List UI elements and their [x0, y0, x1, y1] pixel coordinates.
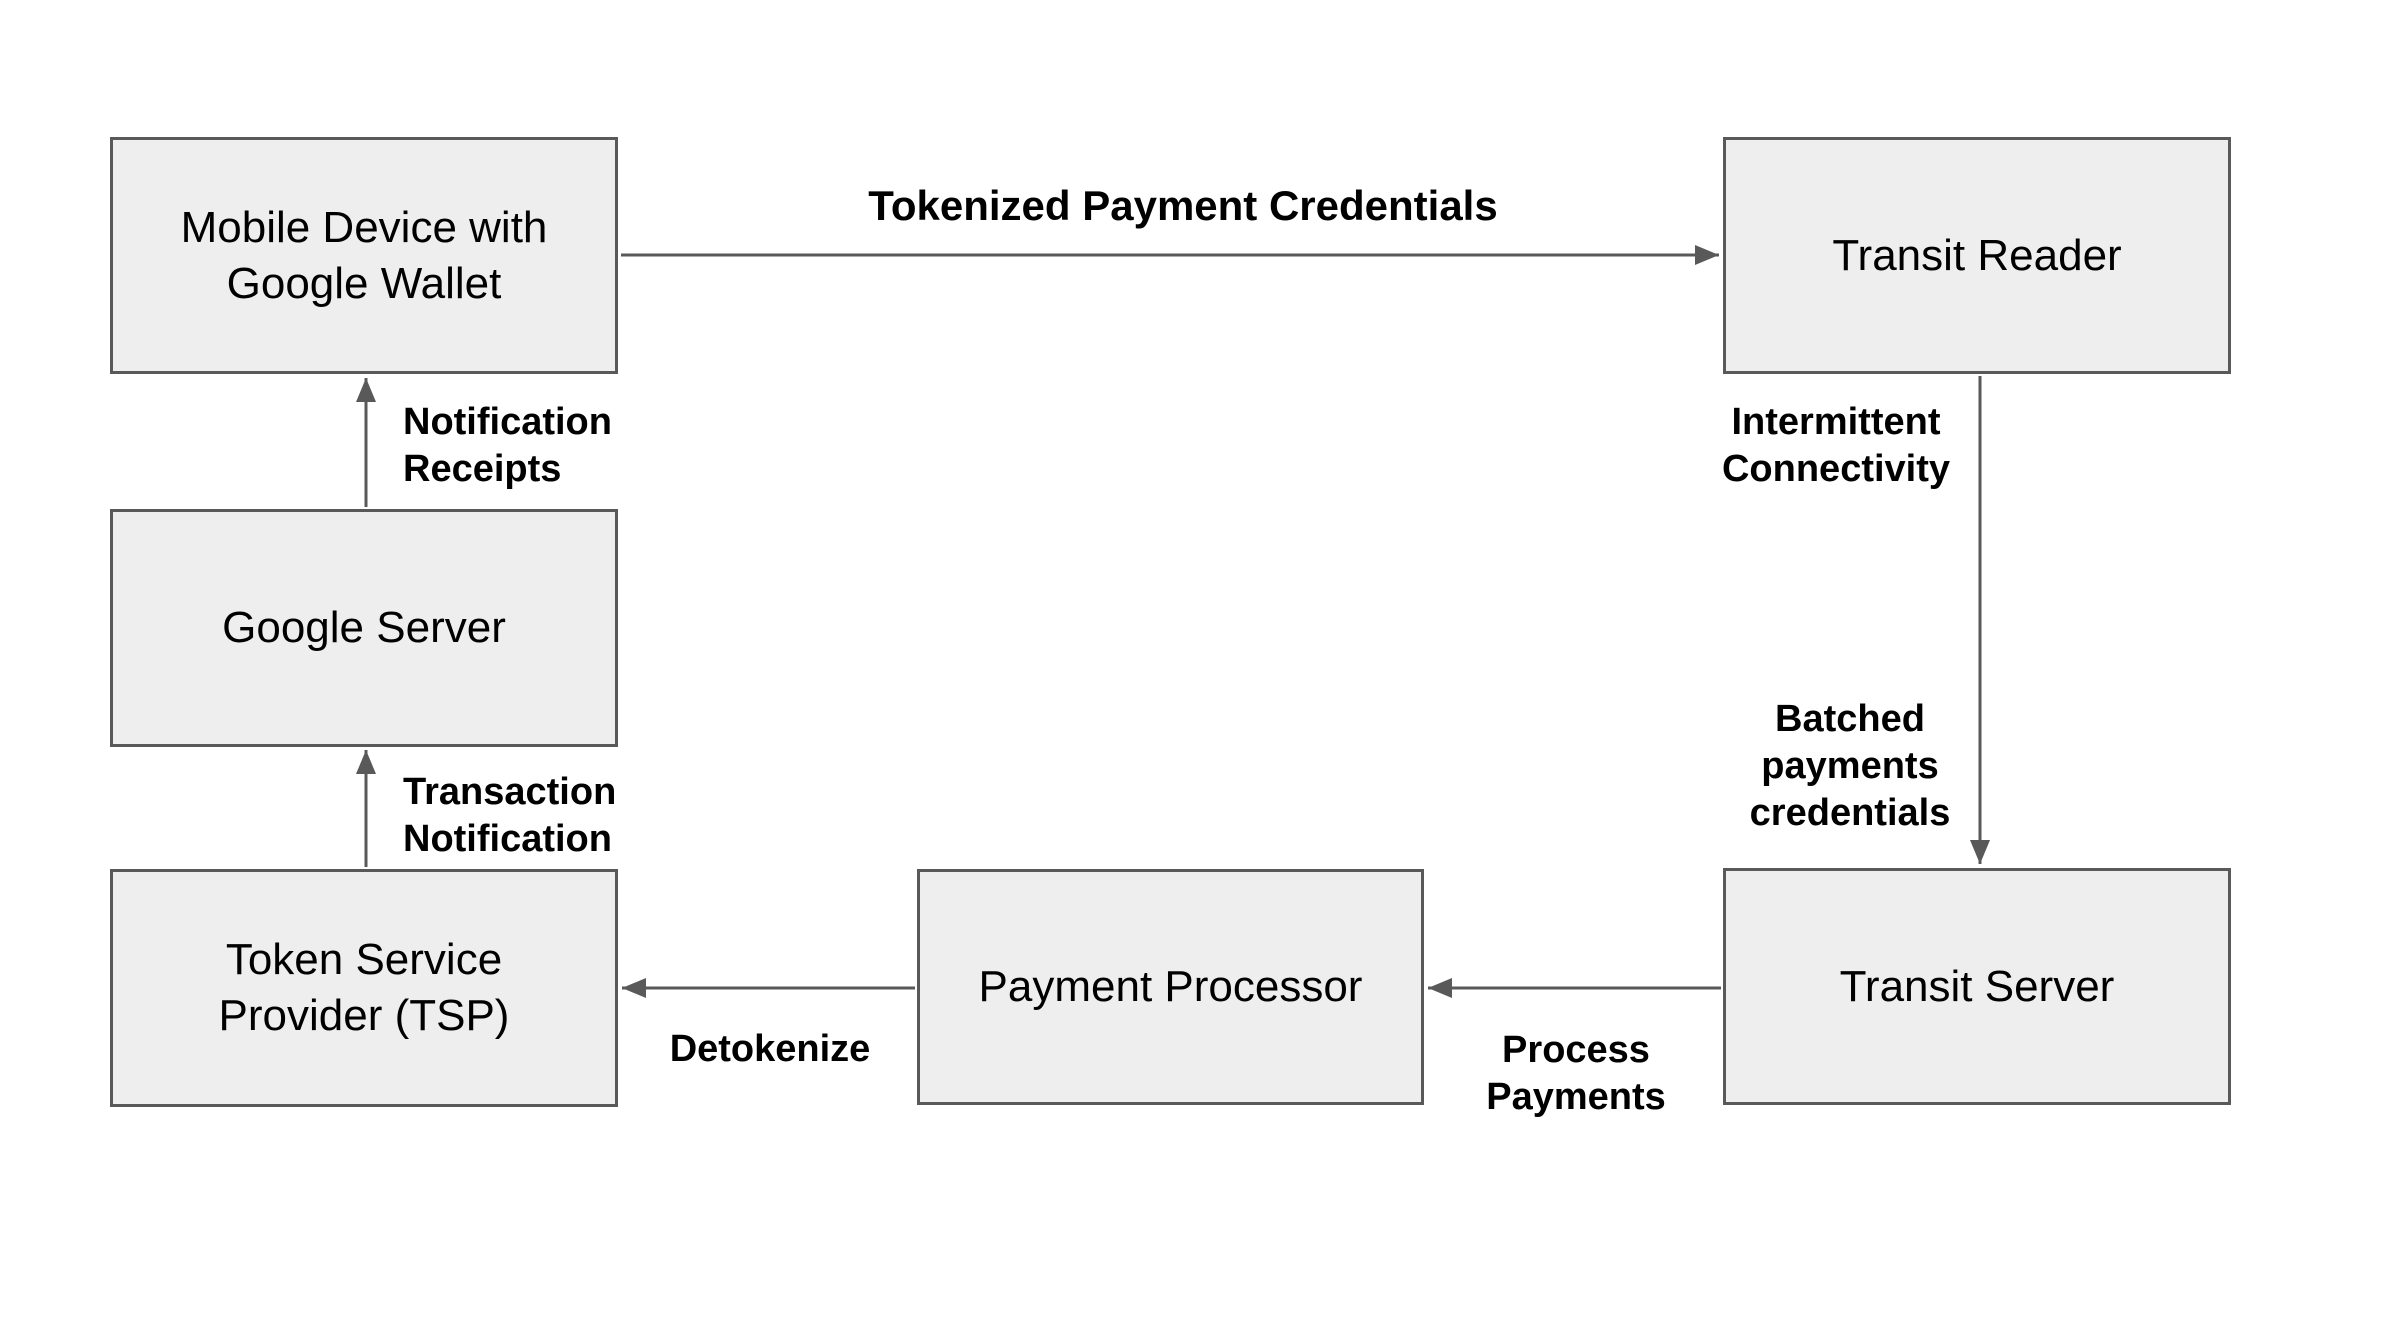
node-mobile-device: Mobile Device with Google Wallet — [110, 137, 618, 374]
node-payment-processor-label: Payment Processor — [978, 962, 1363, 1011]
edge-label-batched-payments-credentials: Batched payments credentials — [1749, 698, 1951, 834]
edge-label-tokenized-payment-credentials: Tokenized Payment Credentials — [868, 182, 1498, 229]
node-token-service-provider: Token Service Provider (TSP) — [110, 869, 618, 1107]
node-transit-reader-label: Transit Reader — [1832, 230, 2122, 280]
node-token-service-provider-label: Token Service Provider (TSP) — [218, 935, 510, 1040]
edge-label-notification-receipts: Notification Receipts — [403, 401, 612, 490]
edge-label-intermittent-connectivity: Intermittent Connectivity — [1721, 401, 1951, 490]
edge-label-detokenize: Detokenize — [669, 1028, 871, 1070]
node-mobile-device-label: Mobile Device with Google Wallet — [180, 202, 548, 308]
node-transit-reader: Transit Reader — [1723, 137, 2231, 374]
node-google-server: Google Server — [110, 509, 618, 747]
node-google-server-label: Google Server — [222, 603, 506, 652]
edge-label-process-payments: Process Payments — [1486, 1029, 1666, 1118]
node-transit-server-label: Transit Server — [1839, 961, 2115, 1011]
edge-label-transaction-notification: Transaction Notification — [403, 771, 617, 860]
node-transit-server: Transit Server — [1723, 868, 2231, 1105]
node-payment-processor: Payment Processor — [917, 869, 1424, 1105]
